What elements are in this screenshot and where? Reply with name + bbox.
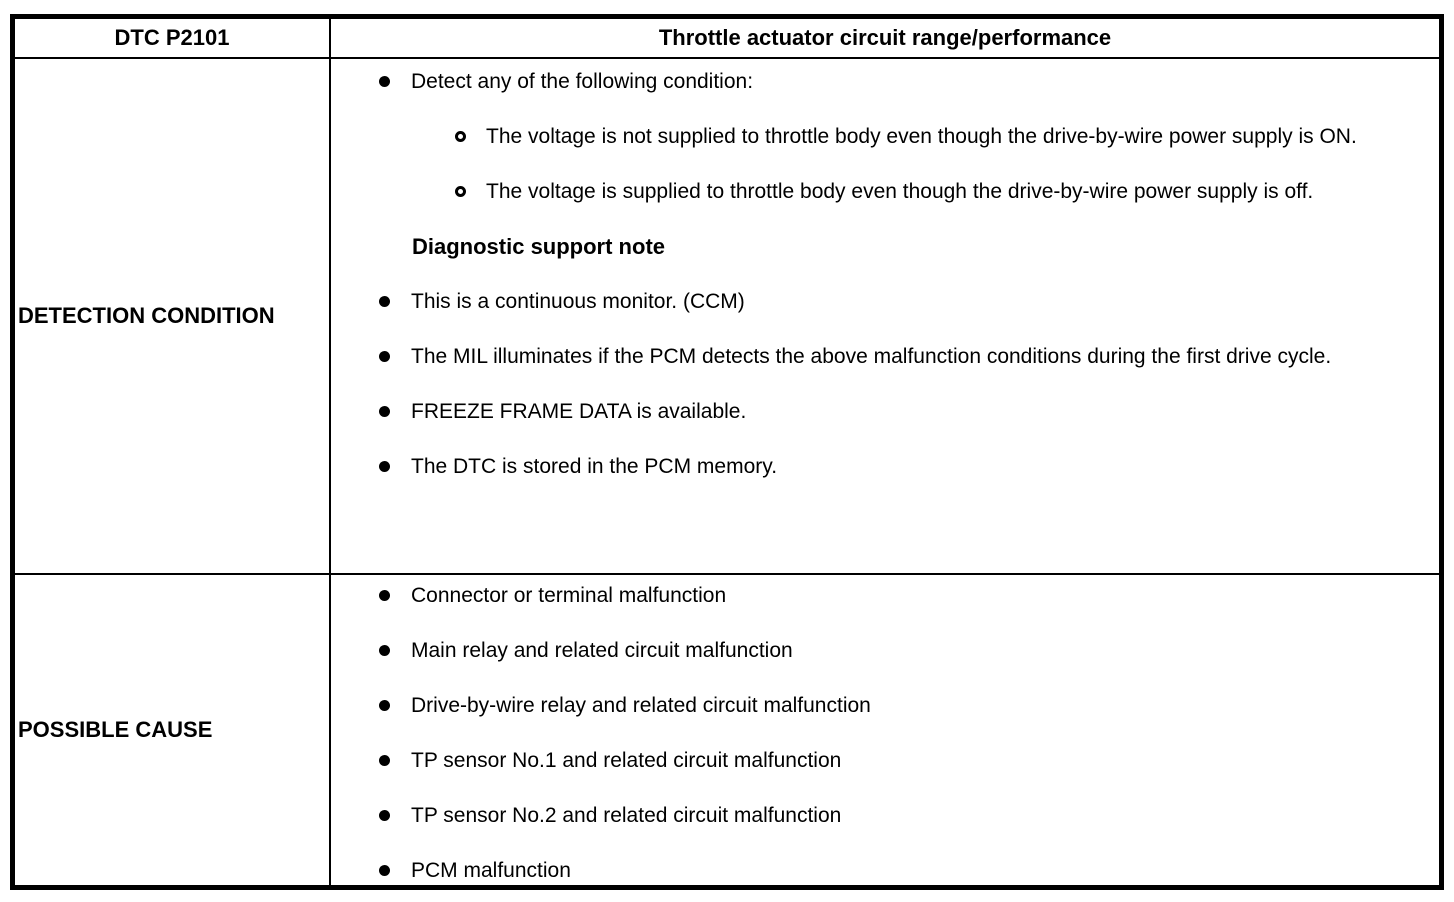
possible-cause-label-cell: POSSIBLE CAUSE — [15, 575, 331, 885]
bullet-icon — [379, 296, 390, 307]
bullet-icon — [379, 645, 390, 656]
bullet-item: The MIL illuminates if the PCM detects t… — [331, 341, 1439, 372]
bullet-icon — [379, 461, 390, 472]
bullet-item: FREEZE FRAME DATA is available. — [331, 396, 1439, 427]
circle-bullet-icon — [455, 131, 466, 142]
bullet-item: This is a continuous monitor. (CCM) — [331, 286, 1439, 317]
dtc-table: DTC P2101 Throttle actuator circuit rang… — [10, 14, 1444, 890]
bullet-text: Connector or terminal malfunction — [411, 584, 727, 607]
bullet-item: Main relay and related circuit malfuncti… — [331, 635, 1439, 666]
possible-cause-content-cell: Connector or terminal malfunction Main r… — [331, 575, 1439, 885]
bullet-item: The DTC is stored in the PCM memory. — [331, 451, 1439, 482]
bullet-text: Drive-by-wire relay and related circuit … — [411, 694, 871, 717]
bullet-icon — [379, 590, 390, 601]
bullet-text: TP sensor No.1 and related circuit malfu… — [411, 749, 842, 772]
bullet-icon — [379, 755, 390, 766]
bullet-icon — [379, 76, 390, 87]
bullet-text: This is a continuous monitor. (CCM) — [411, 290, 745, 313]
bullet-text: Detect any of the following condition: — [411, 70, 754, 93]
bullet-icon — [379, 865, 390, 876]
bullet-text: FREEZE FRAME DATA is available. — [411, 400, 747, 423]
bullet-icon — [379, 700, 390, 711]
bullet-item: TP sensor No.2 and related circuit malfu… — [331, 800, 1439, 831]
sub-bullet-text: The voltage is supplied to throttle body… — [486, 180, 1314, 203]
bullet-text: The DTC is stored in the PCM memory. — [411, 455, 778, 478]
title-cell: Throttle actuator circuit range/performa… — [331, 19, 1439, 59]
dtc-code-cell: DTC P2101 — [15, 19, 331, 59]
bullet-text: The MIL illuminates if the PCM detects t… — [411, 345, 1332, 368]
circle-bullet-icon — [455, 186, 466, 197]
bullet-item: Detect any of the following condition: — [331, 66, 1439, 97]
bullet-text: TP sensor No.2 and related circuit malfu… — [411, 804, 842, 827]
sub-bullet-item: The voltage is not supplied to throttle … — [331, 121, 1439, 152]
sub-bullet-text: The voltage is not supplied to throttle … — [486, 125, 1357, 148]
note-heading: Diagnostic support note — [412, 234, 665, 259]
bullet-text: PCM malfunction — [411, 859, 571, 882]
bullet-icon — [379, 351, 390, 362]
bullet-item: PCM malfunction — [331, 855, 1439, 885]
bullet-text: Main relay and related circuit malfuncti… — [411, 639, 793, 662]
detection-label: DETECTION CONDITION — [18, 303, 275, 328]
possible-cause-label: POSSIBLE CAUSE — [18, 717, 213, 742]
bullet-item: TP sensor No.1 and related circuit malfu… — [331, 745, 1439, 776]
bullet-icon — [379, 406, 390, 417]
bullet-item: Drive-by-wire relay and related circuit … — [331, 690, 1439, 721]
dtc-code: DTC P2101 — [114, 25, 230, 50]
bullet-item: Connector or terminal malfunction — [331, 580, 1439, 611]
sub-bullet-item: The voltage is supplied to throttle body… — [331, 176, 1439, 207]
bullet-icon — [379, 810, 390, 821]
page-title: Throttle actuator circuit range/performa… — [658, 25, 1112, 50]
detection-label-cell: DETECTION CONDITION — [15, 59, 331, 575]
detection-content-cell: Detect any of the following condition: T… — [331, 59, 1439, 575]
